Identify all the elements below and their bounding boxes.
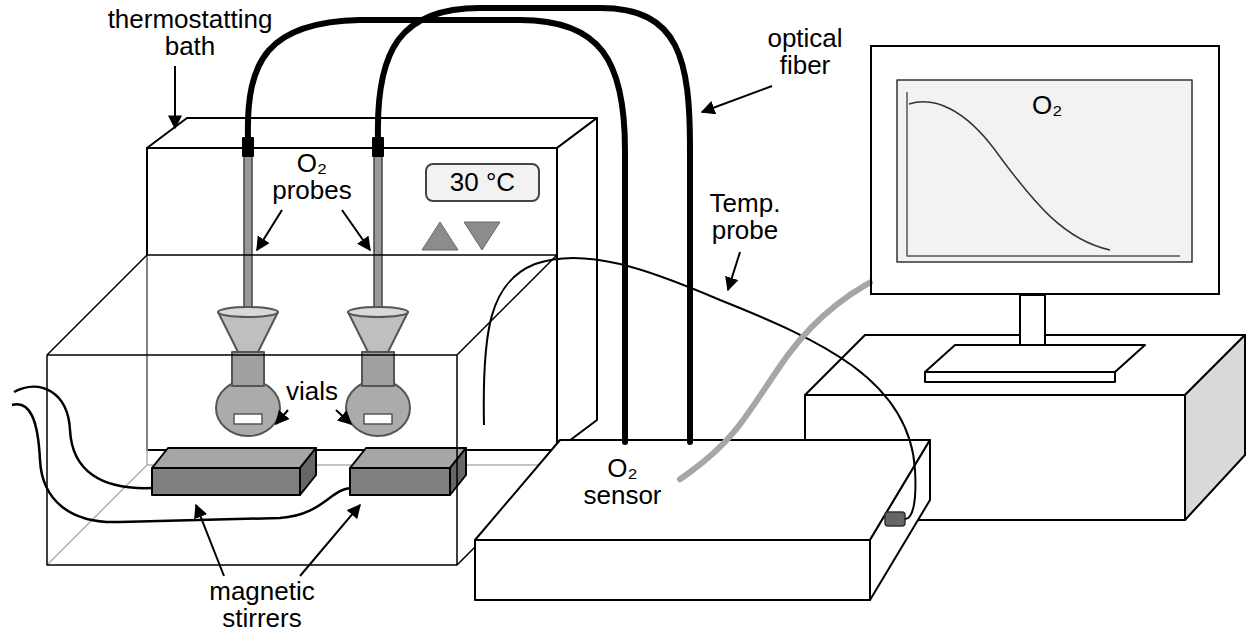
stirrer-side [450,448,466,495]
vial-neck [362,352,394,386]
temp-connector [885,512,905,526]
desk-top [805,335,1245,395]
part-label: vials [282,378,342,405]
stirrer-front [152,468,300,495]
leader-line [276,410,288,424]
probe-cone-rim [348,307,408,317]
stir-bar [364,414,392,424]
stirrer-wire [14,387,152,488]
sensor-box-side [870,440,930,600]
sensor-unit: O₂ sensor [565,455,680,509]
monitor-body [870,45,1220,295]
tank-outline [47,255,557,565]
leader-line [257,210,282,250]
oxygen-curve [909,102,1110,250]
plot-axes [907,92,1180,256]
stirrer-top [152,448,316,468]
stirrer-top [350,448,466,468]
stirrer-side [300,448,316,495]
up-button [422,222,458,250]
leader-line [342,210,370,250]
part-label: optical fiber [750,25,860,79]
stirrer-front [350,468,450,495]
temperature-probe-cable [484,258,916,519]
plot-label: O₂ [1032,92,1062,119]
leader-line [196,505,224,576]
leader-line [300,505,360,576]
monitor-base-front [925,372,1115,382]
vial-neck [232,352,264,386]
vial-bulb [346,380,410,436]
probe-cone-rim [218,307,278,317]
stirrer-wire [12,404,350,522]
part-label: magnetic stirrers [197,578,327,632]
part-label: Temp. probe [690,190,800,244]
stir-bar [234,414,262,424]
part-label: thermostatting bath [90,6,290,60]
sensor-box-top [475,440,930,540]
down-button [464,222,500,250]
leader-arrows [175,66,772,576]
vial-bulb [216,380,280,436]
monitor-base-top [925,345,1145,372]
data-cable [680,283,870,480]
sensor-name: O₂ sensor [565,455,680,509]
temperature-display: 30 °C [425,163,540,202]
temperature-reading: 30 °C [450,169,515,196]
leader-line [702,86,772,112]
sensor-box-front [475,540,870,600]
tank-hidden-edges [47,255,557,565]
part-label: O₂ probes [262,150,362,204]
bath-housing-front [147,148,557,450]
probe-rod [374,156,382,326]
probe-rod [244,156,252,326]
leader-line [728,252,740,290]
optical-fiber [378,8,690,442]
leader-line [336,410,351,424]
monitor-screen [897,80,1192,262]
bath-housing-side [557,118,597,450]
drawing [12,8,1245,600]
monitor-neck [1020,295,1045,345]
desk-side [1185,335,1245,520]
optical-fiber [248,20,625,442]
computer-monitor: O₂ [870,45,1220,295]
leader-line [174,66,176,128]
